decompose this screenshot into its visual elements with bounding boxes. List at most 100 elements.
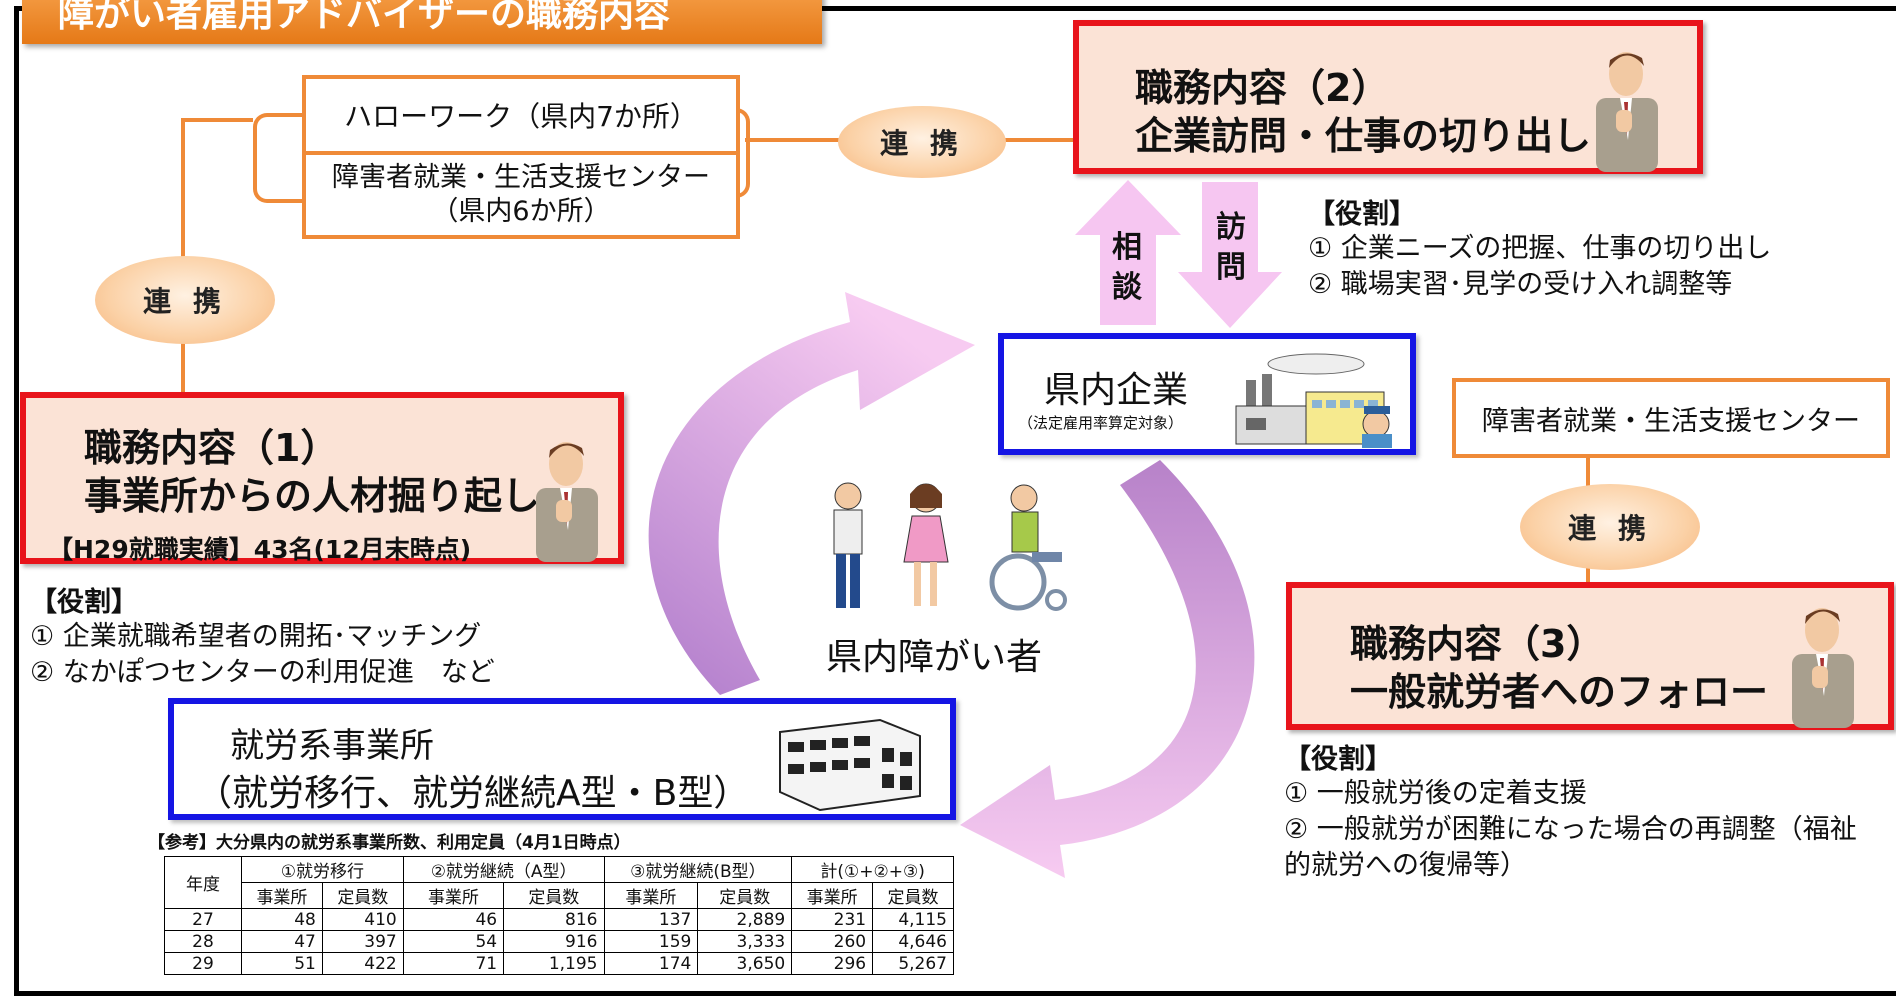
table-cell: 5,267	[872, 952, 954, 975]
table-cell: 296	[791, 952, 874, 975]
table-cell: 2,889	[697, 908, 793, 931]
sub-header: 事業所	[241, 882, 323, 909]
table-cell: 54	[402, 930, 505, 953]
table-cell: 3,650	[697, 952, 793, 975]
table-cell: 174	[603, 952, 699, 975]
person-standing	[833, 482, 863, 608]
table-row: 29 51 422 71 1,195 174 3,650 296 5,267	[164, 952, 954, 975]
group-header-4: 計(①+②+③)	[791, 856, 954, 883]
hellowork-label: ハローワーク（県内7か所）	[344, 100, 698, 133]
visit-arrow	[1178, 182, 1282, 328]
role2-heading: 【役割】	[1308, 199, 1416, 230]
sub-header: 定員数	[503, 882, 605, 909]
factory-icon	[1235, 353, 1392, 448]
people-icon	[833, 482, 1067, 611]
role1-heading: 【役割】	[30, 587, 138, 618]
connector-left-vertical	[181, 118, 185, 393]
building-icon	[779, 718, 921, 812]
role3-item-3: 的就労への復帰等）	[1284, 850, 1527, 881]
table-cell: 916	[503, 930, 605, 953]
businessman-icon	[536, 442, 598, 562]
renkei-oval-right: 連 携	[1520, 484, 1700, 570]
support-center-box-2: 障害者就業・生活支援センター	[1452, 378, 1890, 458]
office-box: 就労系事業所 （就労移行、就労継続A型・B型）	[168, 698, 956, 820]
table-cell: 47	[241, 930, 323, 953]
businessman-icon	[1792, 608, 1854, 728]
table-cell: 3,333	[697, 930, 793, 953]
table-cell: 29	[164, 952, 242, 975]
table-cell: 410	[321, 908, 404, 931]
visit-label: 訪問	[1216, 210, 1246, 285]
table-cell: 422	[321, 952, 404, 975]
cycle-arrow-right	[960, 460, 1255, 878]
table-cell: 46	[402, 908, 505, 931]
company-name: 県内企業	[1044, 370, 1189, 411]
table-cell: 260	[791, 930, 874, 953]
table-cell: 159	[603, 930, 699, 953]
table-cell: 4,115	[872, 908, 954, 931]
role1-item-2: ② なかぽつセンターの利用促進 など	[30, 657, 495, 688]
renkei-oval-top: 連 携	[838, 106, 1006, 178]
role3-heading: 【役割】	[1284, 744, 1392, 775]
consult-arrow	[1075, 180, 1181, 325]
table-cell: 397	[321, 930, 404, 953]
support-center-1-line1: 障害者就業・生活支援センター	[332, 162, 710, 193]
role2-block: 【役割】 ① 企業ニーズの把握、仕事の切り出し ② 職場実習･見学の受け入れ調整…	[1308, 192, 1771, 303]
group-header-1: ①就労移行	[241, 856, 404, 883]
year-header: 年度	[164, 856, 242, 909]
page-title: 障がい者雇用アドバイザーの職務内容	[22, 0, 822, 44]
reference-table: 年度 ①就労移行 ②就労継続（A型） ③就労継続(B型） 計(①+②+③) 事業…	[164, 856, 954, 975]
table-cell: 1,195	[503, 952, 605, 975]
sub-header: 定員数	[872, 882, 954, 909]
role3-block: 【役割】 ① 一般就労後の定着支援 ② 一般就労が困難になった場合の再調整（福祉…	[1284, 737, 1857, 884]
disabled-people-label: 県内障がい者	[826, 637, 1043, 678]
sub-header: 事業所	[603, 882, 699, 909]
duty2-line2: 企業訪問・仕事の切り出し	[1135, 114, 1592, 158]
duty1-result: 【H29就職実績】43名(12月末時点)	[48, 535, 472, 564]
table-cell: 137	[603, 908, 699, 931]
connector-left-horizontal	[181, 118, 253, 122]
duty1-line1: 職務内容（1）	[84, 426, 339, 470]
table-row: 27 48 410 46 816 137 2,889 231 4,115	[164, 908, 954, 931]
table-cell: 231	[791, 908, 874, 931]
sub-header: 定員数	[697, 882, 793, 909]
role1-block: 【役割】 ① 企業就職希望者の開拓･マッチング ② なかぽつセンターの利用促進 …	[30, 580, 495, 691]
duty1-line2: 事業所からの人材掘り起し	[84, 474, 541, 518]
table-row: 28 47 397 54 916 159 3,333 260 4,646	[164, 930, 954, 953]
table-cell: 816	[503, 908, 605, 931]
sub-header: 事業所	[791, 882, 874, 909]
businessman-icon	[1596, 52, 1658, 172]
role2-item-1: ① 企業ニーズの把握、仕事の切り出し	[1308, 233, 1772, 264]
office-line2: （就労移行、就労継続A型・B型）	[196, 773, 750, 814]
duty2-line1: 職務内容（2）	[1135, 66, 1390, 110]
table-cell: 27	[164, 908, 242, 931]
person-wheelchair	[989, 484, 1067, 611]
hellowork-box: ハローワーク（県内7か所）	[302, 75, 740, 155]
role2-item-2: ② 職場実習･見学の受け入れ調整等	[1308, 269, 1733, 300]
consult-label: 相談	[1112, 230, 1142, 305]
support-center-1-line2: （県内6か所）	[431, 196, 611, 227]
table-cell: 4,646	[872, 930, 954, 953]
duty1-box: 職務内容（1） 事業所からの人材掘り起し 【H29就職実績】43名(12月末時点…	[20, 392, 624, 564]
group-header-3: ③就労継続(B型）	[603, 856, 793, 883]
support-center-2-label: 障害者就業・生活支援センター	[1482, 405, 1860, 437]
renkei-oval-left: 連 携	[95, 256, 275, 344]
role3-item-2: ② 一般就労が困難になった場合の再調整（福祉	[1284, 814, 1857, 845]
cycle-arrow-left	[648, 292, 975, 695]
group-header-2: ②就労継続（A型）	[402, 856, 605, 883]
sub-header: 定員数	[321, 882, 404, 909]
person-girl	[903, 483, 949, 606]
bracket-left	[253, 113, 307, 203]
company-note: （法定雇用率算定対象）	[1018, 414, 1184, 432]
table-cell: 51	[241, 952, 323, 975]
support-center-box-1: 障害者就業・生活支援センター （県内6か所）	[302, 151, 740, 239]
duty3-line1: 職務内容（3）	[1350, 622, 1605, 666]
duty3-line2: 一般就労者へのフォロー	[1350, 670, 1769, 714]
office-line1: 就労系事業所	[230, 726, 434, 766]
table-cell: 48	[241, 908, 323, 931]
table-cell: 71	[402, 952, 505, 975]
role3-item-1: ① 一般就労後の定着支援	[1284, 778, 1587, 809]
role1-item-1: ① 企業就職希望者の開拓･マッチング	[30, 621, 482, 652]
sub-header: 事業所	[402, 882, 505, 909]
